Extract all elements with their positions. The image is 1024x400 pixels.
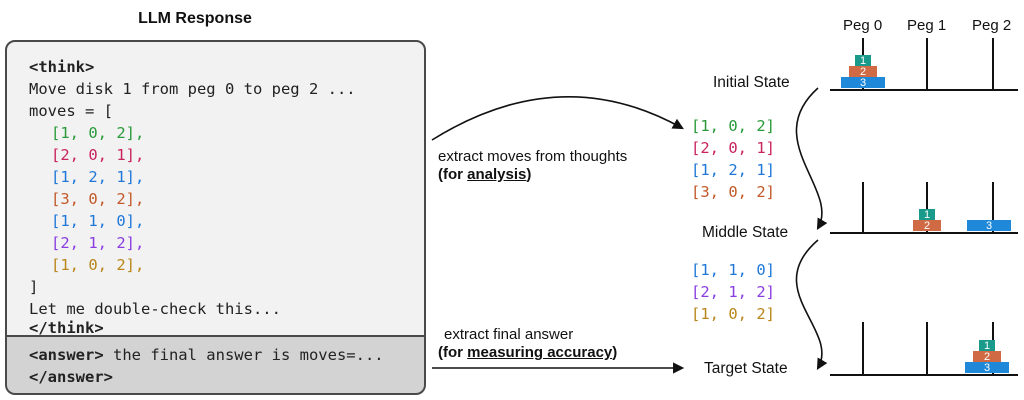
extracted-move: [2, 1, 2] [691,283,775,301]
disk-label: 3 [984,362,990,374]
move-line: [2, 0, 1], [51,146,145,164]
move-line: [1, 2, 1], [51,168,145,186]
disk-label: 3 [986,220,992,232]
extracted-move: [1, 0, 2] [691,305,775,323]
disk-3 [967,220,1011,231]
answer-line: <answer> the final answer is moves=... [29,345,384,365]
extracted-move: [1, 0, 2] [691,117,775,135]
extracted-move: [2, 0, 1] [691,139,775,157]
disk-1 [979,340,995,351]
move-line: [1, 0, 2], [51,124,145,142]
disk-label: 1 [984,340,990,352]
disk-2 [973,351,1001,362]
middle-state-label: Middle State [702,224,789,241]
moves-close-line: ] [29,278,39,296]
measuring-label: (for measuring accuracy) [438,344,617,361]
disk-3 [965,362,1009,373]
for-prefix: (for [438,344,468,361]
answer-box: <answer> the final answer is moves=... <… [5,337,426,395]
peg-label: Peg 1 [907,17,947,34]
answer-close-tag: </answer> [29,368,113,386]
peg-label: Peg 2 [972,17,1012,34]
answer-text: the final answer is moves=... [103,346,384,364]
disk-2 [849,66,877,77]
disk-2 [913,220,941,231]
move-line: [3, 0, 2], [51,190,145,208]
think-close-tag: </think> [29,319,104,337]
for-suffix: ) [612,344,618,361]
extracted-move: [1, 1, 0] [691,261,775,279]
move-line: [2, 1, 2], [51,234,145,252]
extract-moves-arrow [431,95,684,141]
reasoning-line: Move disk 1 from peg 0 to peg 2 ... [29,80,356,98]
disk-1 [919,209,935,220]
disk-label: 1 [924,209,930,221]
extract-final-label: extract final answer [444,326,574,343]
state-transition-arrow-2 [795,239,828,370]
disk-1 [855,55,871,66]
measuring-text: measuring accuracy [467,344,613,361]
think-open-tag: <think> [29,58,95,76]
move-line: [1, 0, 2], [51,256,145,274]
move-line: [1, 1, 0], [51,212,145,230]
extracted-move: [1, 2, 1] [691,161,775,179]
analysis-label: (for analysis) [438,166,531,183]
extracted-move: [3, 0, 2] [691,183,775,201]
for-suffix: ) [526,166,532,183]
peg-label: Peg 0 [843,17,883,34]
disk-label: 2 [984,351,990,363]
initial-state-label: Initial State [713,74,790,91]
answer-open-tag: <answer> [29,346,104,364]
disk-label: 1 [860,55,866,67]
disk-3 [841,77,885,88]
moves-open-line: moves = [ [29,102,113,120]
analysis-text: analysis [467,166,527,183]
llm-response-title: LLM Response [138,10,252,27]
disk-label: 2 [860,66,866,78]
for-prefix: (for [438,166,468,183]
target-state-label: Target State [704,360,788,377]
think-box: <think> Move disk 1 from peg 0 to peg 2 … [5,40,426,337]
disk-label: 3 [860,77,866,89]
extract-moves-label: extract moves from thoughts [438,148,628,165]
state-transition-arrow-1 [795,87,828,230]
disk-label: 2 [924,220,930,232]
double-check-line: Let me double-check this... [29,300,281,318]
